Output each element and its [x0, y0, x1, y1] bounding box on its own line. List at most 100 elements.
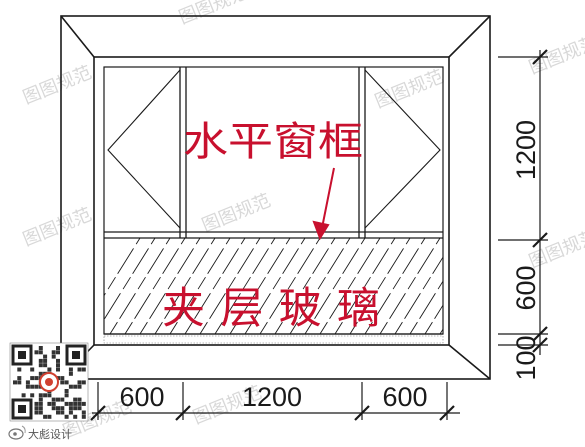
qr-module — [77, 406, 82, 411]
watermark-5: 图图规范 — [20, 204, 95, 250]
qr-module — [81, 410, 86, 415]
qr-module — [73, 384, 78, 389]
qr-module — [43, 363, 48, 368]
horizontal-frame-label: 水平窗框 — [183, 119, 363, 165]
qr-module — [30, 376, 35, 381]
dimension-bottom-1200: 1200 — [242, 382, 302, 412]
qr-module — [43, 354, 48, 359]
glass-hatch-line — [379, 238, 441, 334]
qr-module — [56, 406, 60, 411]
glass-hatch-line — [424, 304, 443, 334]
laminated-glass-label: 夹层玻璃 — [162, 284, 380, 334]
qr-module — [51, 354, 56, 359]
qr-module — [77, 367, 82, 372]
qr-module — [77, 384, 82, 389]
glass-hatch-line — [104, 238, 141, 297]
qr-module — [56, 350, 60, 355]
right-sash-opening-symbol — [364, 69, 441, 229]
qr-module — [38, 363, 43, 368]
qr-module — [60, 397, 65, 402]
qr-code — [9, 342, 89, 422]
watermark-4: 图图规范 — [526, 32, 585, 78]
glass-hatch-line — [319, 238, 381, 334]
qr-module — [34, 406, 39, 411]
glass-hatch-line — [229, 238, 291, 334]
qr-module — [77, 397, 82, 402]
qr-module — [38, 397, 43, 402]
qr-module — [81, 367, 86, 372]
glass-hatch-line — [214, 238, 276, 334]
qr-module — [47, 393, 52, 398]
dimension-bottom-600-right: 600 — [382, 382, 427, 412]
watermarks: 图图规范 图图规范 图图规范 图图规范 图图规范 图图规范 图图规范 图图规范 … — [20, 0, 585, 443]
glass-hatch-line — [244, 238, 306, 334]
qr-module — [47, 414, 52, 419]
qr-module — [73, 414, 78, 419]
qr-module — [73, 397, 78, 402]
qr-module — [68, 406, 73, 411]
right-dimension-chain — [498, 49, 548, 355]
qr-module — [34, 410, 39, 415]
glass-hatch-line — [124, 238, 186, 334]
qr-module — [56, 346, 60, 350]
qr-module — [43, 358, 48, 363]
qr-module — [73, 406, 78, 411]
qr-module — [30, 393, 35, 398]
opening-indicators — [107, 69, 441, 229]
glass-hatch-line — [104, 238, 156, 321]
dimension-right-600: 600 — [511, 265, 541, 310]
bottom-dimension-chain — [90, 382, 460, 421]
glass-hatch-line — [199, 238, 261, 334]
qr-module — [30, 384, 35, 389]
watermark-2: 图图规范 — [20, 62, 95, 108]
qr-module — [64, 380, 69, 385]
qr-module — [51, 406, 56, 411]
glass-hatch-line — [455, 238, 515, 334]
glass-hatch-line — [409, 280, 443, 334]
qr-module — [51, 401, 56, 406]
qr-module — [60, 406, 65, 411]
mullions — [179, 67, 366, 238]
qr-module — [64, 389, 69, 393]
qr-module — [56, 363, 60, 368]
qr-module — [38, 393, 43, 398]
glass-hatch-line — [364, 238, 426, 334]
qr-module — [38, 401, 43, 406]
sill — [103, 333, 444, 344]
qr-module — [17, 367, 22, 372]
qr-module — [38, 371, 43, 376]
qr-module — [21, 393, 26, 398]
qr-module — [34, 350, 39, 355]
brand-label: 大彪设计 — [28, 427, 72, 441]
qr-module — [34, 376, 39, 381]
window-frame — [60, 15, 491, 380]
qr-module — [25, 384, 30, 389]
glass-hatch-line — [334, 238, 396, 334]
qr-module — [43, 393, 48, 398]
glass-hatch-line — [154, 238, 216, 334]
qr-module — [60, 376, 65, 381]
glass-hatch-line — [109, 238, 171, 334]
glass-hatch-line — [169, 238, 231, 334]
qr-module — [38, 346, 43, 350]
dimension-right-1200: 1200 — [511, 120, 541, 180]
qr-module — [60, 410, 65, 415]
qr-module — [60, 380, 65, 385]
qr-module — [51, 397, 56, 402]
glass-hatch-line — [394, 256, 443, 334]
laminated-glass-panel — [104, 238, 515, 334]
watermark-1: 图图规范 — [176, 0, 251, 29]
inner-frame — [93, 56, 450, 346]
qr-module — [51, 350, 56, 355]
qr-module — [34, 401, 39, 406]
qr-module — [68, 367, 73, 372]
qr-module — [77, 401, 82, 406]
glass-hatch-line — [184, 238, 246, 334]
qr-module — [34, 384, 39, 389]
qr-module — [64, 414, 69, 419]
qr-module — [64, 401, 69, 406]
outer-frame — [60, 15, 491, 380]
left-sash-opening-symbol — [107, 69, 181, 229]
qr-module — [81, 414, 86, 419]
